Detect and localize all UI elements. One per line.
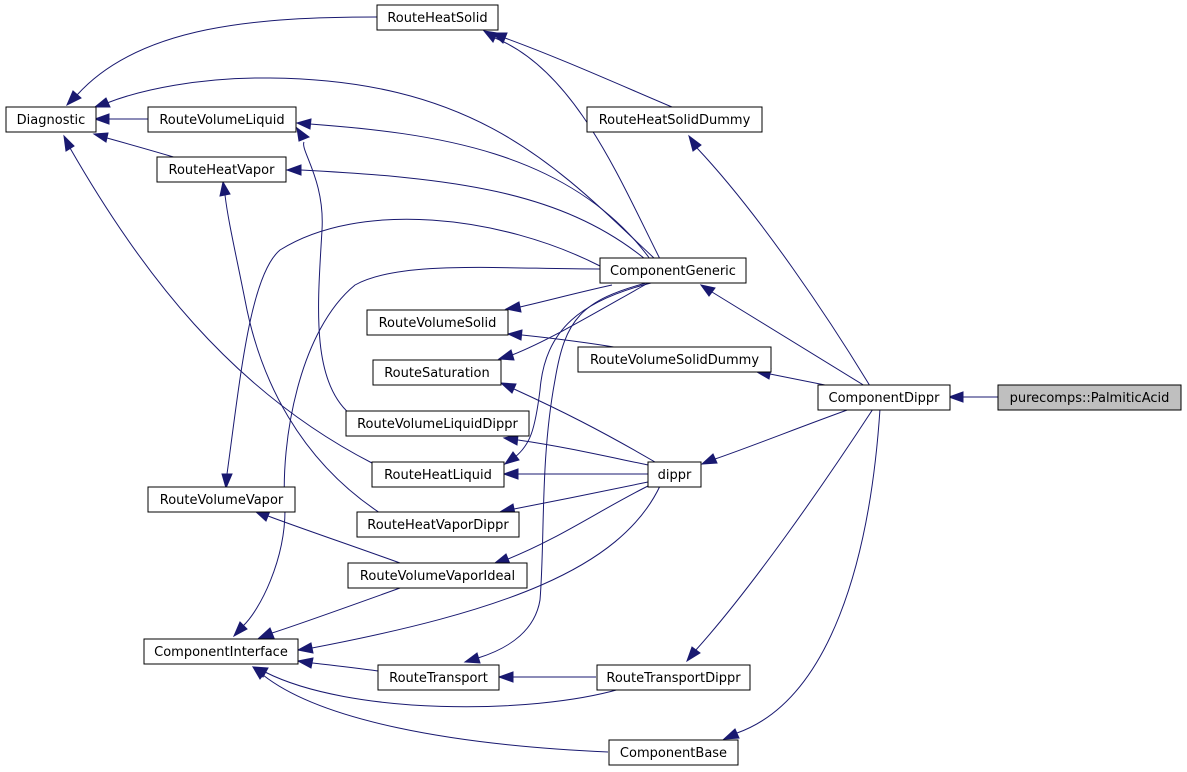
edge-dippr-rs (499, 382, 656, 463)
edge-cd-rhsd (688, 134, 871, 387)
edge-cg-rs (497, 281, 651, 361)
svg-text:RouteHeatSolid: RouteHeatSolid (387, 11, 487, 26)
node-component-generic[interactable]: ComponentGeneric (599, 257, 747, 284)
node-route-transport-dippr[interactable]: RouteTransportDippr (596, 664, 751, 691)
edge-cd-rtd (686, 408, 874, 663)
edge-dippr-rhl (502, 468, 648, 480)
edge-rhl-diag (63, 134, 373, 464)
node-route-volume-vapor[interactable]: RouteVolumeVapor (147, 486, 296, 513)
svg-text:ComponentGeneric: ComponentGeneric (610, 264, 736, 279)
node-route-volume-liquid-dippr[interactable]: RouteVolumeLiquidDippr (345, 410, 530, 437)
node-dippr[interactable]: dippr (647, 461, 702, 488)
svg-text:Diagnostic: Diagnostic (17, 113, 86, 128)
node-route-saturation[interactable]: RouteSaturation (372, 359, 502, 386)
svg-text:RouteVolumeLiquid: RouteVolumeLiquid (159, 113, 284, 128)
node-route-volume-solid[interactable]: RouteVolumeSolid (366, 309, 509, 336)
node-component-dippr[interactable]: ComponentDippr (817, 384, 951, 411)
edge-cg-diag (93, 77, 656, 260)
svg-text:ComponentBase: ComponentBase (620, 746, 727, 761)
node-route-volume-vapor-ideal[interactable]: RouteVolumeVaporIdeal (347, 562, 528, 589)
edge-cg-rvl (295, 118, 651, 260)
svg-text:RouteVolumeVapor: RouteVolumeVapor (160, 493, 284, 508)
edge-cg-rvs (504, 284, 613, 313)
edge-cb-ci (251, 666, 609, 753)
edge-cg-rt (463, 281, 651, 664)
svg-text:RouteVolumeLiquidDippr: RouteVolumeLiquidDippr (357, 417, 518, 432)
svg-text:RouteHeatSolidDummy: RouteHeatSolidDummy (599, 113, 751, 128)
edge-rvvi-ci (257, 587, 401, 639)
node-component-base[interactable]: ComponentBase (608, 739, 739, 766)
svg-text:RouteHeatLiquid: RouteHeatLiquid (384, 468, 492, 483)
node-route-heat-liquid[interactable]: RouteHeatLiquid (371, 461, 505, 488)
edge-cd-cb (722, 408, 881, 740)
node-route-volume-liquid[interactable]: RouteVolumeLiquid (147, 106, 297, 133)
node-route-volume-solid-dummy[interactable]: RouteVolumeSolidDummy (577, 346, 772, 373)
edge-pa-cd (947, 391, 1000, 403)
svg-text:ComponentInterface: ComponentInterface (154, 645, 288, 660)
node-route-transport[interactable]: RouteTransport (377, 664, 500, 691)
edge-rhvd-rhv (219, 180, 381, 514)
node-route-heat-solid-dummy[interactable]: RouteHeatSolidDummy (586, 106, 763, 133)
node-component-interface[interactable]: ComponentInterface (143, 638, 299, 665)
edge-rhs-diag (66, 16, 378, 107)
node-route-heat-vapor-dippr[interactable]: RouteHeatVaporDippr (356, 511, 520, 538)
svg-text:RouteHeatVapor: RouteHeatVapor (169, 163, 276, 178)
edge-rhsd-rhs (490, 32, 673, 108)
edge-rtd-rt (497, 671, 596, 683)
edge-rt-ci (296, 657, 379, 672)
node-diagnostic[interactable]: Diagnostic (5, 106, 97, 133)
svg-text:RouteTransportDippr: RouteTransportDippr (606, 671, 741, 686)
edge-cg-rhs (482, 30, 661, 260)
svg-text:dippr: dippr (658, 468, 692, 483)
edge-cg-ci (232, 266, 601, 638)
edge-cg-rvv (221, 218, 601, 490)
node-route-heat-vapor[interactable]: RouteHeatVapor (156, 156, 287, 183)
edge-cg-rhl (503, 281, 656, 465)
edge-rvsd-rvs (506, 329, 621, 349)
node-palmitic-acid[interactable]: purecomps::PalmiticAcid (997, 384, 1182, 411)
svg-text:RouteTransport: RouteTransport (389, 671, 488, 686)
edge-rvld-rvl (296, 126, 351, 415)
edge-cd-dippr (700, 408, 851, 465)
edge-cd-cg (699, 284, 866, 387)
edge-rvl-diag (93, 113, 148, 125)
edge-rhv-diag (92, 132, 178, 159)
svg-text:RouteHeatVaporDippr: RouteHeatVaporDippr (367, 518, 509, 533)
svg-text:RouteVolumeSolidDummy: RouteVolumeSolidDummy (590, 353, 759, 368)
svg-text:RouteSaturation: RouteSaturation (384, 366, 490, 381)
edge-cg-rhv (285, 164, 646, 260)
svg-text:RouteVolumeVaporIdeal: RouteVolumeVaporIdeal (360, 569, 515, 584)
svg-text:RouteVolumeSolid: RouteVolumeSolid (379, 316, 497, 331)
svg-text:purecomps::PalmiticAcid: purecomps::PalmiticAcid (1010, 391, 1170, 406)
edge-dippr-rvld (502, 434, 649, 466)
node-route-heat-solid[interactable]: RouteHeatSolid (376, 4, 499, 31)
edge-dippr-ci (296, 485, 661, 654)
svg-text:ComponentDippr: ComponentDippr (829, 391, 941, 406)
